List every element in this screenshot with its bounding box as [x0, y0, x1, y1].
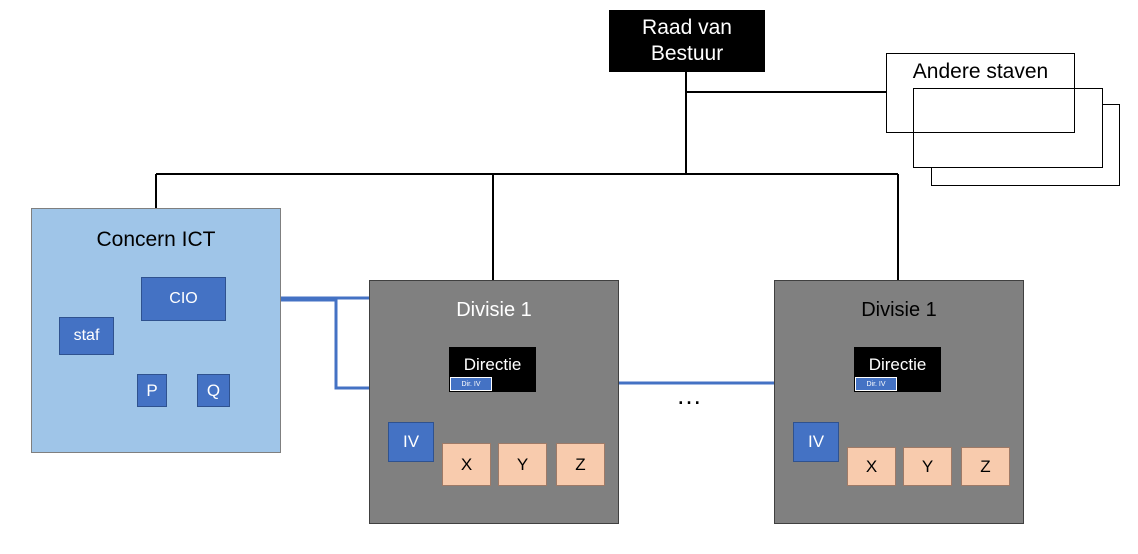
division-title-2: Divisie 1	[861, 298, 937, 321]
dir-iv-box-2: Dir. IV	[855, 377, 897, 391]
staf-label: staf	[73, 327, 100, 344]
unit-z-label-1: Z	[575, 454, 586, 474]
dir-iv-box-1: Dir. IV	[450, 377, 492, 391]
staf-box: staf	[59, 317, 114, 355]
unit-q-label: Q	[206, 380, 221, 400]
unit-y-box-1: Y	[498, 443, 547, 486]
unit-z-label-2: Z	[980, 456, 991, 476]
cio-label: CIO	[169, 290, 198, 307]
division-box-2: Divisie 1	[774, 280, 1024, 524]
concern-ict-title: Concern ICT	[96, 228, 216, 251]
directie-label-1: Directie	[463, 355, 522, 374]
unit-x-box-1: X	[442, 443, 491, 486]
iv-label-2: IV	[807, 432, 825, 451]
other-staff-box: Andere staven	[886, 53, 1075, 133]
unit-y-label-1: Y	[516, 454, 529, 474]
concern-ict-box: Concern ICT	[31, 208, 281, 453]
unit-x-box-2: X	[847, 447, 896, 486]
iv-box-1: IV	[388, 422, 434, 462]
unit-p-box: P	[137, 374, 167, 407]
board-box: Raad van Bestuur	[609, 10, 765, 72]
unit-y-label-2: Y	[921, 456, 934, 476]
unit-x-label-2: X	[865, 456, 878, 476]
division-title-1: Divisie 1	[456, 298, 532, 321]
division-box-1: Divisie 1	[369, 280, 619, 524]
unit-q-box: Q	[197, 374, 230, 407]
unit-x-label-1: X	[460, 454, 473, 474]
directie-label-2: Directie	[868, 355, 927, 374]
hierarchy-lines	[155, 72, 899, 280]
other-staff-box-back1	[913, 88, 1103, 168]
iv-box-2: IV	[793, 422, 839, 462]
board-label: Raad van Bestuur	[642, 16, 732, 65]
directie-box-1: Directie	[449, 347, 536, 392]
unit-z-box-1: Z	[556, 443, 605, 486]
other-staff-label: Andere staven	[912, 60, 1049, 83]
dir-iv-label-2: Dir. IV	[866, 380, 886, 388]
unit-p-label: P	[146, 380, 158, 400]
unit-z-box-2: Z	[961, 447, 1010, 486]
iv-label-1: IV	[402, 432, 420, 451]
cio-box: CIO	[141, 277, 226, 321]
more-divisions-ellipsis: …	[676, 379, 704, 410]
unit-y-box-2: Y	[903, 447, 952, 486]
dir-iv-label-1: Dir. IV	[461, 380, 481, 388]
